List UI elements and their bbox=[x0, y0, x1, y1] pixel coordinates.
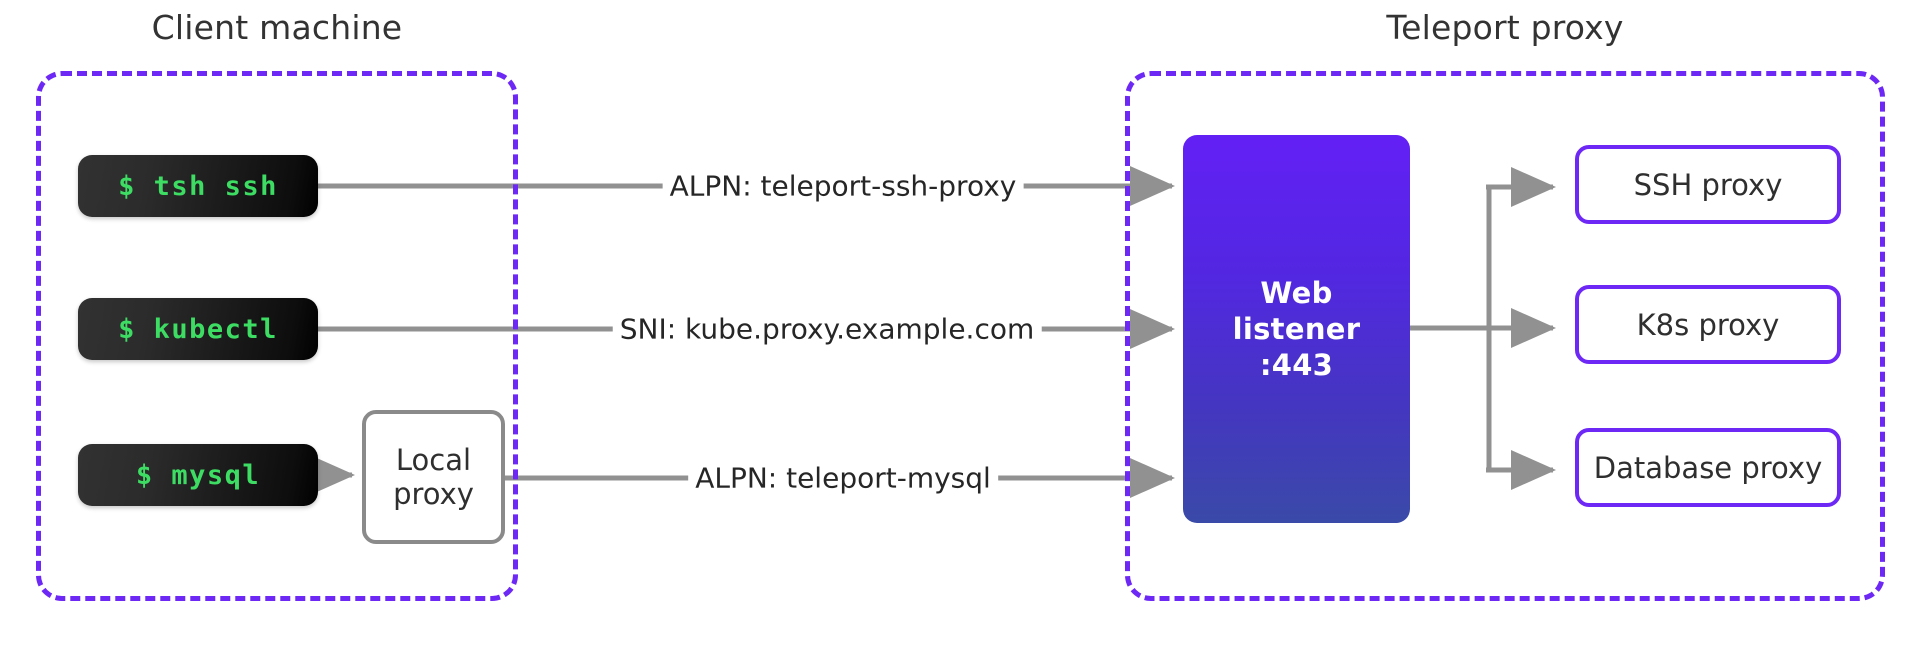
edge-label-alpn-ssh: ALPN: teleport-ssh-proxy bbox=[662, 169, 1024, 203]
edge-label-alpn-mysql: ALPN: teleport-mysql bbox=[688, 461, 998, 495]
ssh-proxy-node[interactable]: SSH proxy bbox=[1575, 145, 1841, 224]
local-proxy-label-line1: Local bbox=[395, 442, 472, 477]
k8s-proxy-label: K8s proxy bbox=[1636, 307, 1780, 342]
database-proxy-label: Database proxy bbox=[1593, 450, 1823, 485]
group-title-client: Client machine bbox=[151, 8, 403, 47]
terminal-tsh-ssh[interactable]: $ tsh ssh bbox=[78, 155, 318, 217]
k8s-proxy-node[interactable]: K8s proxy bbox=[1575, 285, 1841, 364]
ssh-proxy-label: SSH proxy bbox=[1633, 167, 1783, 202]
teleport-proxy-boundary bbox=[1125, 71, 1885, 601]
terminal-mysql[interactable]: $ mysql bbox=[78, 444, 318, 506]
web-listener-label-line3: :443 bbox=[1259, 348, 1334, 383]
group-title-teleport-proxy: Teleport proxy bbox=[1386, 8, 1624, 47]
local-proxy-label-line2: proxy bbox=[393, 477, 474, 511]
web-listener-label-line1: Web bbox=[1260, 275, 1333, 310]
web-listener-label-line2: listener bbox=[1232, 311, 1361, 346]
terminal-tsh-ssh-label: $ tsh ssh bbox=[118, 170, 278, 202]
edge-label-sni-kube: SNI: kube.proxy.example.com bbox=[612, 312, 1042, 346]
terminal-kubectl[interactable]: $ kubectl bbox=[78, 298, 318, 360]
terminal-kubectl-label: $ kubectl bbox=[118, 313, 278, 345]
terminal-mysql-label: $ mysql bbox=[135, 459, 261, 491]
database-proxy-node[interactable]: Database proxy bbox=[1575, 428, 1841, 507]
client-machine-boundary bbox=[36, 71, 518, 601]
